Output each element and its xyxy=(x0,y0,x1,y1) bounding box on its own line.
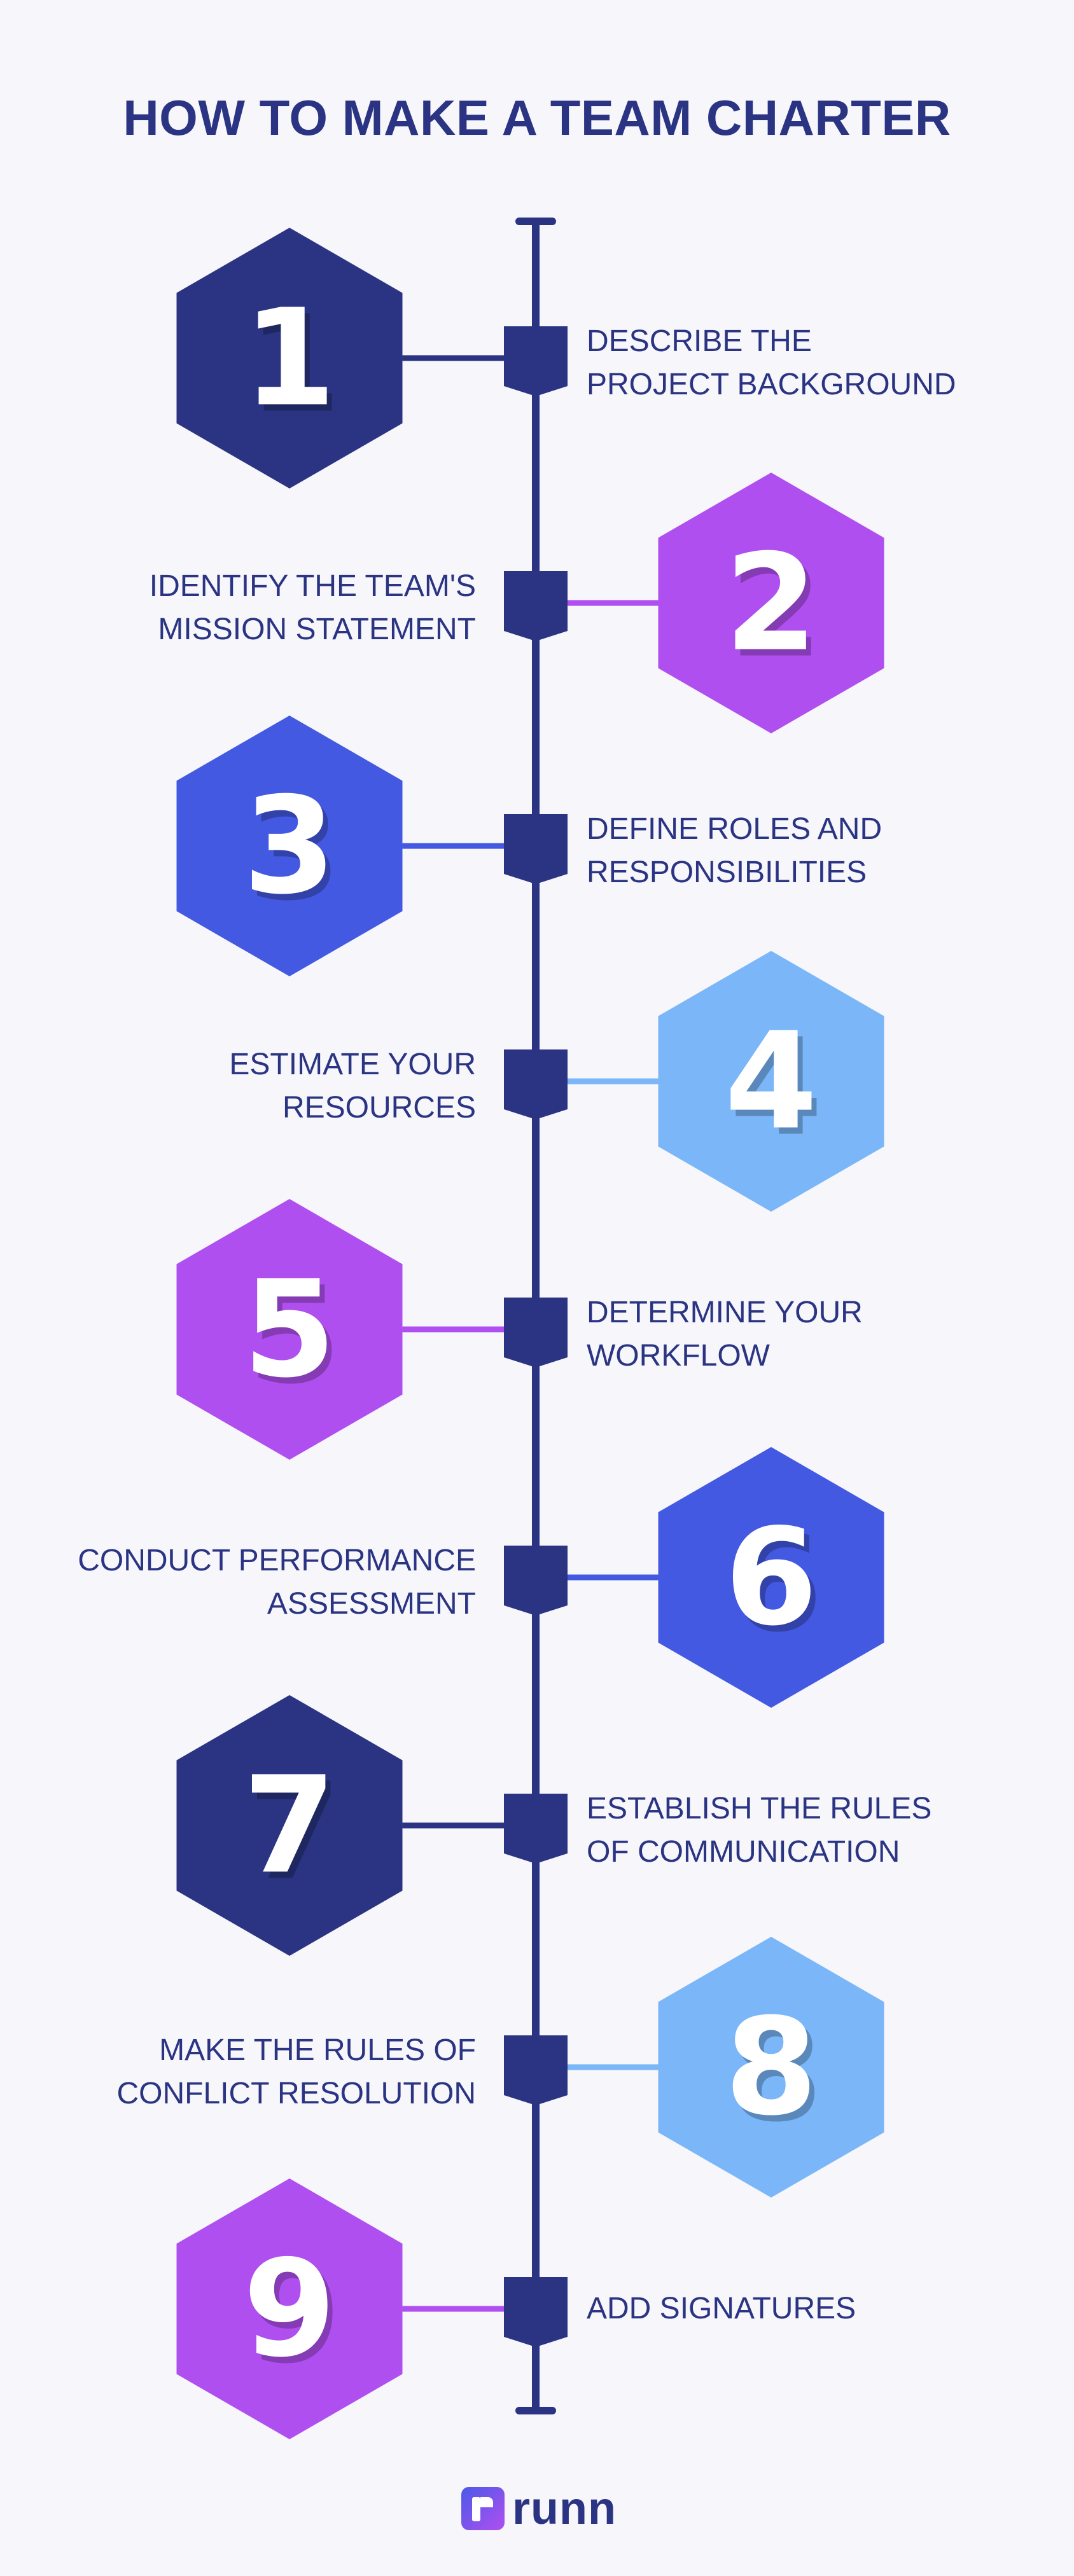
step-2-label-line: MISSION STATEMENT xyxy=(158,613,476,646)
step-8-number: 8 xyxy=(725,1990,818,2145)
step-3-number-shadow: 3 xyxy=(248,775,341,931)
step-5-number-shadow: 5 xyxy=(248,1258,341,1414)
step-3-label-line: RESPONSIBILITIES xyxy=(587,855,867,889)
step-4-number-shadow: 4 xyxy=(730,1010,823,1166)
step-8-label-line: CONFLICT RESOLUTION xyxy=(116,2077,476,2110)
step-2-label-line: IDENTIFY THE TEAM'S xyxy=(149,569,476,603)
step-6-label: CONDUCT PERFORMANCE ASSESSMENT xyxy=(56,1539,476,1626)
step-1-label: DESCRIBE THE PROJECT BACKGROUND xyxy=(587,320,1007,406)
step-8-number-shadow: 8 xyxy=(730,1996,823,2152)
step-7-label: ESTABLISH THE RULES OF COMMUNICATION xyxy=(587,1787,1007,1874)
step-9-number-shadow: 9 xyxy=(248,2238,341,2393)
step-6-number: 6 xyxy=(725,1500,818,1656)
step-6-hexagon xyxy=(658,1447,884,1708)
step-3-number: 3 xyxy=(243,768,336,924)
runn-logo-icon xyxy=(461,2487,505,2530)
step-2-node xyxy=(504,571,568,641)
step-1-node xyxy=(504,326,568,396)
step-4-number: 4 xyxy=(725,1004,818,1160)
step-9-number: 9 xyxy=(243,2231,336,2387)
step-7-label-line: ESTABLISH THE RULES xyxy=(587,1792,932,1825)
step-7-label-line: OF COMMUNICATION xyxy=(587,1835,900,1869)
step-2-number-shadow: 2 xyxy=(730,532,823,688)
page-title: HOW TO MAKE A TEAM CHARTER xyxy=(123,90,951,146)
runn-logo-text: runn xyxy=(512,2483,617,2534)
step-8-hexagon xyxy=(658,1937,884,2198)
step-4-hexagon xyxy=(658,951,884,1212)
step-5-node xyxy=(504,1298,568,1368)
step-6-label-line: CONDUCT PERFORMANCE xyxy=(78,1544,476,1577)
step-8-node xyxy=(504,2035,568,2105)
step-5-number: 5 xyxy=(243,1252,336,1408)
step-3-label-line: DEFINE ROLES AND xyxy=(587,812,882,846)
step-8-label: MAKE THE RULES OF CONFLICT RESOLUTION xyxy=(56,2029,476,2116)
runn-logo: runn xyxy=(461,2483,617,2534)
step-3-node xyxy=(504,814,568,884)
step-5-label-line: WORKFLOW xyxy=(587,1339,770,1373)
step-1-number-shadow: 1 xyxy=(248,287,341,443)
step-1-label-line: PROJECT BACKGROUND xyxy=(587,368,956,401)
step-7-node xyxy=(504,1794,568,1864)
step-4-node xyxy=(504,1049,568,1119)
step-3-label: DEFINE ROLES AND RESPONSIBILITIES xyxy=(587,808,1007,894)
step-1-number: 1 xyxy=(243,280,336,436)
step-2-label: IDENTIFY THE TEAM'S MISSION STATEMENT xyxy=(56,565,476,651)
step-6-number-shadow: 6 xyxy=(730,1506,823,1662)
step-7-number: 7 xyxy=(243,1748,336,1904)
step-6-node xyxy=(504,1546,568,1616)
step-4-label-line: ESTIMATE YOUR xyxy=(229,1048,476,1081)
step-5-hexagon xyxy=(176,1199,403,1460)
step-9-node xyxy=(504,2277,568,2347)
step-3-hexagon xyxy=(176,716,403,976)
step-8-label-line: MAKE THE RULES OF xyxy=(159,2033,476,2067)
step-7-hexagon xyxy=(176,1695,403,1956)
step-2-hexagon xyxy=(658,473,884,733)
step-7-number-shadow: 7 xyxy=(248,1754,341,1910)
step-4-label-line: RESOURCES xyxy=(282,1091,476,1125)
step-1-label-line: DESCRIBE THE xyxy=(587,324,812,358)
step-4-label: ESTIMATE YOUR RESOURCES xyxy=(56,1043,476,1130)
step-5-label: DETERMINE YOUR WORKFLOW xyxy=(587,1291,1007,1378)
step-9-label: ADD SIGNATURES xyxy=(587,2287,1007,2330)
timeline-diagram: 11 22 33 44 55 66 77 88 99 xyxy=(176,218,884,2439)
step-9-hexagon xyxy=(176,2178,403,2439)
step-2-number: 2 xyxy=(725,525,818,681)
step-9-label-line: ADD SIGNATURES xyxy=(587,2292,856,2325)
step-5-label-line: DETERMINE YOUR xyxy=(587,1296,863,1329)
step-1-hexagon xyxy=(176,228,403,488)
step-6-label-line: ASSESSMENT xyxy=(267,1587,476,1621)
